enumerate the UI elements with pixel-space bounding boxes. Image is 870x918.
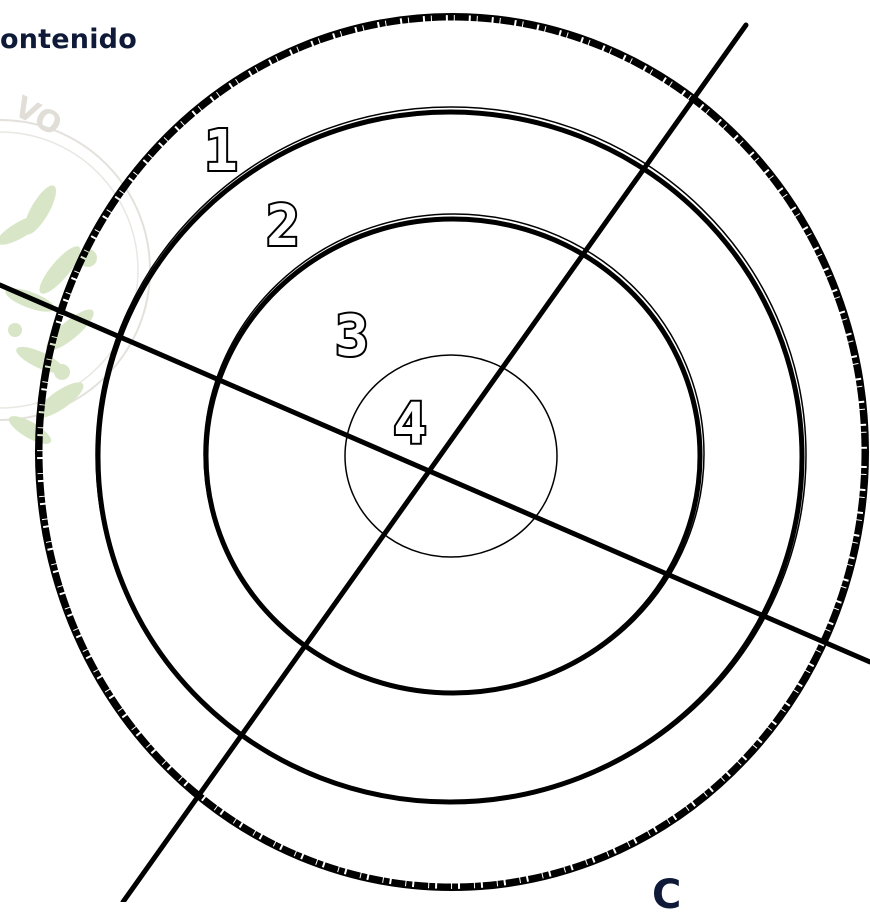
seal-lettering: VO xyxy=(8,90,67,144)
ring-4 xyxy=(345,355,557,557)
ring-label-3: 3 xyxy=(335,304,369,369)
ring-label-1: 1 xyxy=(204,119,238,184)
header-text: ontenido xyxy=(0,24,137,55)
target-rings xyxy=(36,14,868,890)
ring-label-2: 2 xyxy=(266,194,300,259)
ring-3 xyxy=(206,219,700,693)
olive-branch-icon xyxy=(0,181,99,449)
ring-1 xyxy=(39,17,865,887)
ring-label-4: 4 xyxy=(393,392,427,457)
cross-lines xyxy=(0,25,870,902)
footer-text: C xyxy=(652,872,681,918)
